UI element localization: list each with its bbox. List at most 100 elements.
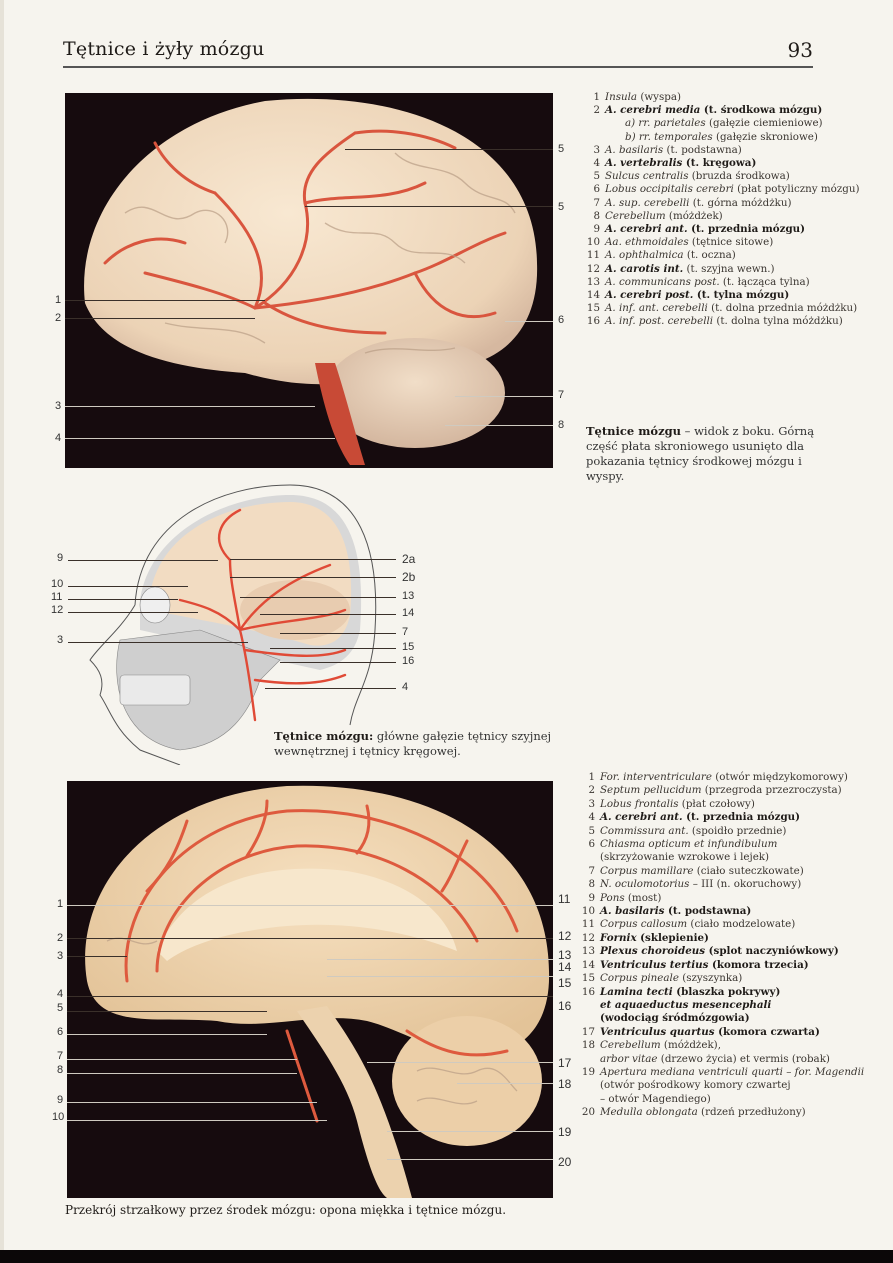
- leader-line: [270, 648, 396, 649]
- leader-line: [68, 586, 188, 587]
- legend-polish: (otwór pośrodkowy komory czwartej: [600, 1079, 791, 1092]
- legend-number: 12: [586, 262, 600, 275]
- legend-polish: (komora trzecia): [708, 958, 809, 971]
- fig3-label: 1: [57, 898, 64, 910]
- leader-line: [65, 300, 265, 301]
- legend-number: 15: [586, 302, 600, 315]
- fig3-label: 13: [558, 948, 572, 962]
- legend-number: 10: [586, 236, 600, 249]
- legend-polish: (rdzeń przedłużony): [697, 1106, 806, 1119]
- fig2-label: 13: [402, 590, 415, 602]
- legend-latin: b) rr. temporales: [625, 130, 713, 143]
- legend-latin: N. oculomotorius: [600, 878, 690, 891]
- fig1-label: 4: [55, 432, 62, 444]
- brain-lateral-illustration: [84, 98, 538, 465]
- fig3-label: 8: [57, 1064, 64, 1076]
- legend-number: [580, 851, 595, 864]
- legend-latin: Apertura mediana ventriculi quarti – for…: [600, 1065, 865, 1078]
- legend-latin: Commissura ant.: [600, 824, 689, 837]
- figure2-caption: Tętnice mózgu: główne gałęzie tętnicy sz…: [274, 729, 554, 759]
- fig2-label: 7: [402, 626, 409, 638]
- fig1-label: 8: [558, 419, 565, 431]
- fig2-label: 16: [402, 655, 415, 667]
- leader-line: [67, 938, 553, 939]
- fig1-label: 6: [558, 314, 565, 326]
- legend-polish: (drzewo życia) et vermis (robak): [657, 1052, 830, 1065]
- fig3-label: 4: [57, 988, 64, 1000]
- legend-polish: (płat czołowy): [678, 797, 755, 810]
- fig3-label: 10: [52, 1111, 65, 1123]
- legend-number: 2: [588, 784, 595, 797]
- legend-polish: (splot naczyniówkowy): [705, 945, 839, 958]
- page-title: Tętnice i żyły mózgu: [63, 38, 265, 60]
- fig2-label: 10: [51, 578, 64, 590]
- leader-line: [505, 321, 553, 322]
- leader-line: [345, 149, 553, 150]
- fig1-label: 7: [558, 389, 565, 401]
- leader-line: [68, 560, 218, 561]
- page-edge-shadow: [0, 0, 4, 1250]
- legend-latin: Pons: [600, 891, 625, 904]
- fig3-label: 12: [558, 929, 572, 943]
- legend-item: 19 Apertura mediana ventriculi quarti – f…: [580, 1065, 864, 1079]
- legend-number: 8: [588, 878, 595, 891]
- legend-polish: (t. dolna przednia móżdżku): [707, 302, 858, 315]
- legend-latin: A. cerebri media: [605, 104, 701, 117]
- legend-latin: Corpus mamillare: [600, 864, 694, 877]
- legend-number: 10: [581, 905, 595, 918]
- leader-line: [445, 425, 553, 426]
- leader-line: [67, 1011, 267, 1012]
- legend-latin: Lamina tecti: [600, 985, 673, 998]
- legend-latin: Lobus occipitalis cerebri: [605, 183, 734, 196]
- legend-number: 4: [588, 811, 595, 824]
- legend-latin: A. vertebralis: [605, 157, 683, 170]
- legend-latin: A. communicans post.: [605, 275, 720, 288]
- leader-line: [327, 959, 553, 960]
- legend-latin: A. ophthalmica: [605, 249, 684, 262]
- legend-number: 11: [581, 918, 595, 931]
- fig3-label: 7: [57, 1050, 64, 1062]
- legend-number: 14: [586, 289, 600, 302]
- legend-polish: (blaszka pokrywy): [672, 985, 781, 998]
- legend-latin: A. inf. ant. cerebelli: [605, 302, 708, 315]
- legend-polish: (t. górna móżdżku): [689, 196, 792, 209]
- legend-latin: A. cerebri ant.: [600, 811, 683, 824]
- legend-polish: (wodociąg śródmózgowia): [600, 1012, 750, 1025]
- legend-number: 19: [581, 1065, 595, 1078]
- legend-polish: (gałęzie ciemieniowe): [705, 117, 823, 130]
- fig1-label: 3: [55, 400, 62, 412]
- legend-item: arbor vitae (drzewo życia) et vermis (ro…: [580, 1053, 850, 1066]
- legend-number: [580, 1093, 595, 1106]
- fig1-label: 2: [55, 312, 62, 324]
- legend-latin: Medulla oblongata: [600, 1106, 698, 1119]
- legend-latin: Plexus choroideus: [600, 945, 706, 958]
- fig1-label: 5: [558, 143, 565, 155]
- leader-line: [65, 318, 255, 319]
- legend-number: 13: [581, 945, 595, 958]
- leader-line: [230, 577, 396, 578]
- legend-number: 15: [581, 972, 595, 985]
- legend-item: (wodociąg śródmózgowia): [580, 1012, 850, 1025]
- legend-polish: (szyszynka): [678, 972, 743, 985]
- skull-brain-illustration: [89, 484, 377, 766]
- leader-line: [67, 1073, 297, 1074]
- fig3-label: 20: [558, 1155, 572, 1169]
- leader-line: [367, 1062, 553, 1063]
- legend-number: 20: [581, 1106, 595, 1119]
- legend-number: [580, 1012, 595, 1025]
